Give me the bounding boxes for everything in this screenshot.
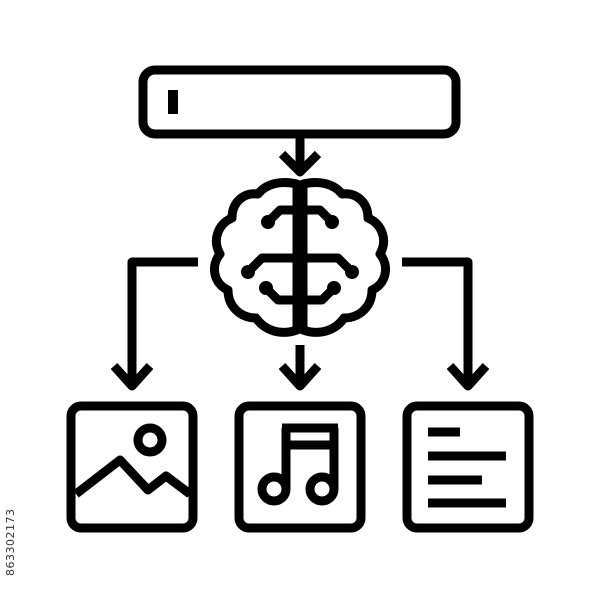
arrow-right-branch-icon [402, 257, 490, 391]
arrow-middle-branch-icon [278, 345, 322, 391]
stock-id-text: 863302173 [4, 508, 17, 577]
arrow-left-branch-icon [110, 257, 198, 391]
music-note-icon [234, 401, 366, 533]
brain-circuit-icon [209, 177, 391, 337]
text-cursor-icon [168, 90, 178, 114]
text-document-icon [402, 401, 534, 533]
image-icon [66, 401, 198, 533]
arrow-down-icon [278, 134, 322, 177]
prompt-input-icon [138, 65, 461, 139]
stock-id-label: 863302173 [4, 509, 17, 600]
